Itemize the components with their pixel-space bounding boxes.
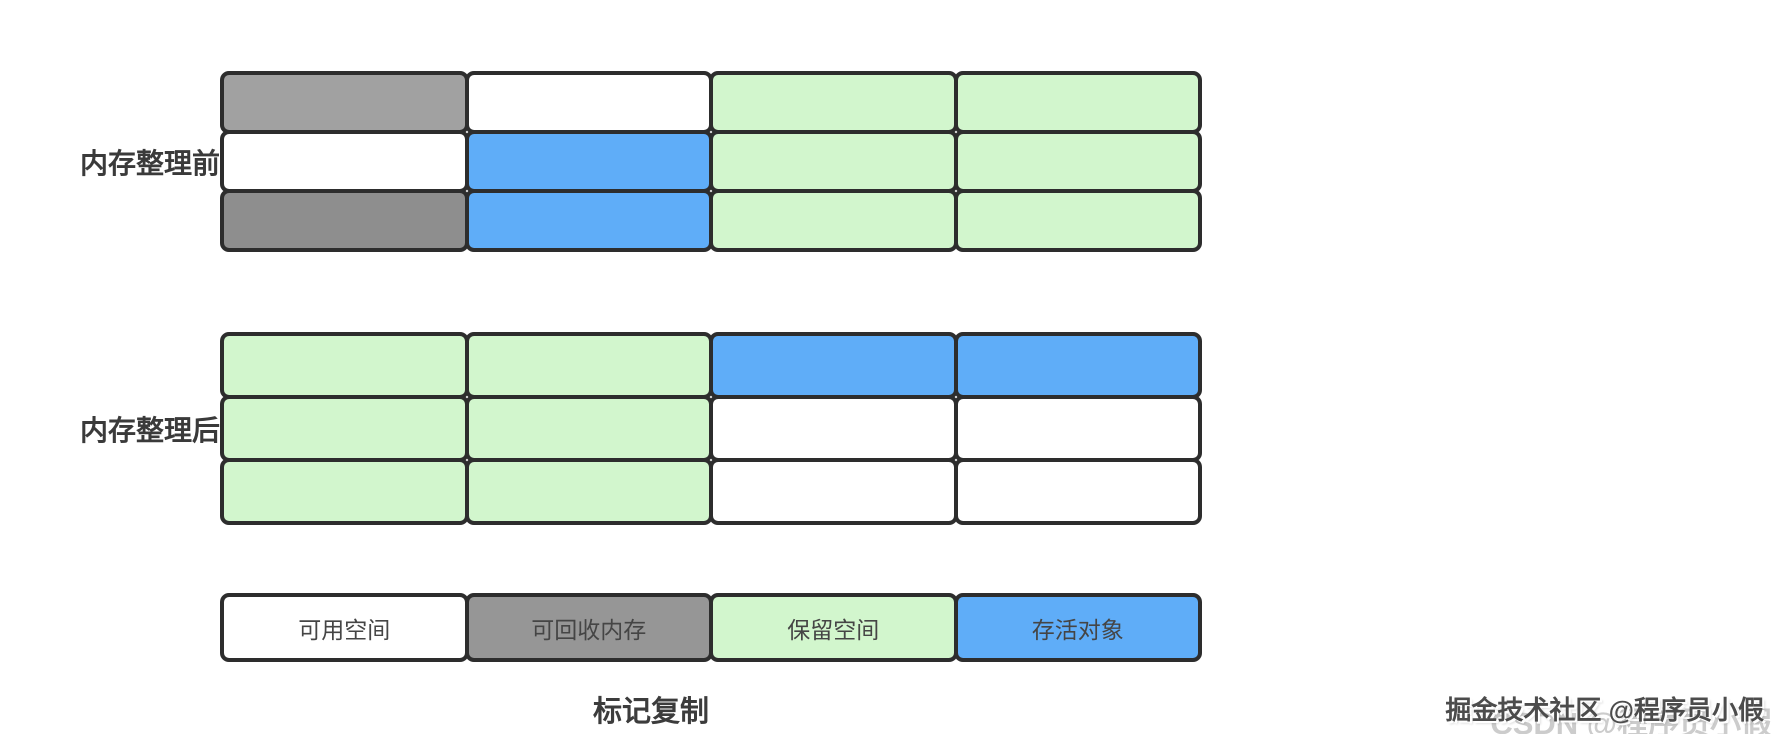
memory-cell-free: [464, 71, 713, 134]
label-before-compaction: 内存整理前: [79, 147, 220, 179]
memory-cell-reserved: [464, 332, 713, 399]
memory-cell-live: [464, 130, 713, 193]
memory-cell-free: [709, 395, 958, 462]
legend: 可用空间可回收内存保留空间存活对象: [220, 593, 1202, 662]
label-after-compaction: 内存整理后: [79, 414, 220, 446]
memory-cell-free: [953, 395, 1202, 462]
legend-item-reserved: 保留空间: [709, 593, 958, 662]
legend-item-live: 存活对象: [953, 593, 1202, 662]
legend-item-free: 可用空间: [220, 593, 469, 662]
memory-cell-reserved: [220, 395, 469, 462]
watermark-main-text: 掘金技术社区 @程序员小假: [1445, 695, 1764, 725]
memory-cell-reserved: [709, 189, 958, 252]
memory-grid-before: [220, 71, 1202, 252]
memory-cell-reserved: [220, 332, 469, 399]
memory-cell-reserved: [464, 395, 713, 462]
memory-cell-reserved: [953, 71, 1202, 134]
legend-item-recyclable_mid: 可回收内存: [464, 593, 713, 662]
diagram-caption: 标记复制: [592, 696, 709, 728]
memory-cell-live: [953, 332, 1202, 399]
memory-cell-live: [709, 332, 958, 399]
memory-cell-reserved: [709, 71, 958, 134]
watermark-ghost-text: CSDN @程序员小假: [1490, 706, 1772, 734]
memory-cell-reserved: [464, 458, 713, 525]
memory-cell-free: [709, 458, 958, 525]
memory-cell-reserved: [953, 130, 1202, 193]
memory-cell-reserved: [220, 458, 469, 525]
memory-cell-live: [464, 189, 713, 252]
memory-cell-reserved: [709, 130, 958, 193]
watermark: CSDN @程序员小假 掘金技术社区 @程序员小假: [1424, 686, 1772, 734]
memory-cell-free: [953, 458, 1202, 525]
memory-cell-recyclable_dark: [220, 189, 469, 252]
memory-cell-reserved: [953, 189, 1202, 252]
memory-cell-recyclable_light: [220, 71, 469, 134]
memory-cell-free: [220, 130, 469, 193]
memory-grid-after: [220, 332, 1202, 525]
